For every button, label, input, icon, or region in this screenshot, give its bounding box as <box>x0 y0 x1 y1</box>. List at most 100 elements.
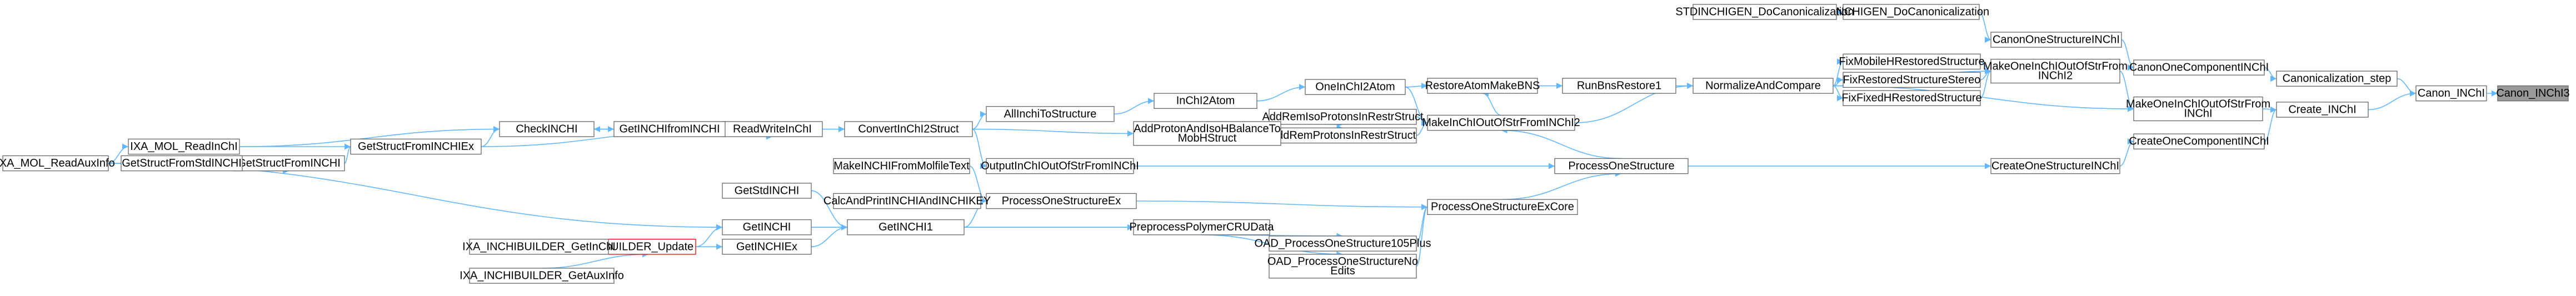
node-box <box>833 193 981 209</box>
node-createonestructureinchi[interactable]: CreateOneStructureINChI <box>1990 158 2120 174</box>
node-box <box>2276 71 2398 87</box>
node-runbnsrestore1[interactable]: RunBnsRestore1 <box>1562 78 1676 94</box>
node-convertinchi2struct[interactable]: ConvertInChI2Struct <box>844 121 973 137</box>
node-ixa-inchibuilder-getinchi[interactable]: IXA_INCHIBUILDER_GetInChI <box>462 239 616 255</box>
node-label: NormalizeAndCompare <box>1705 80 1821 92</box>
node-label: GetStdINCHI <box>735 184 800 197</box>
node-allinchitostructure[interactable]: AllInchiToStructure <box>986 106 1115 122</box>
node-getstructfrominchi[interactable]: GetStructFromINCHI <box>233 155 345 172</box>
node-canononestructureinchi[interactable]: CanonOneStructureINChI <box>1990 32 2122 48</box>
node-oneinchi2atom[interactable]: OneInChI2Atom <box>1305 79 1406 95</box>
node-label: CreateOneComponentINChI <box>2129 136 2269 148</box>
node-box <box>722 121 823 137</box>
node-inchi2atom[interactable]: InChI2Atom <box>1154 93 1257 109</box>
node-addremisoprotonsinrestrstruct[interactable]: AddRemIsoProtonsInRestrStruct <box>1262 109 1424 125</box>
node-getinchi1[interactable]: GetINCHI1 <box>847 219 965 235</box>
node-label: RestoreAtomMakeBNS <box>1425 80 1540 92</box>
node-label: OAD_ProcessOneStructure105Plus <box>1255 238 1431 250</box>
edge <box>2119 138 2134 167</box>
node-box <box>601 239 696 255</box>
node-label: IXA_MOL_ReadInChI <box>130 141 237 153</box>
node-getinchi[interactable]: GetINCHI <box>722 219 812 235</box>
node-canon-inchi[interactable]: Canon_INChI <box>2415 85 2487 102</box>
node-box <box>2133 96 2263 122</box>
node-canon-inchi3[interactable]: Canon_INChI3 <box>2496 85 2570 102</box>
node-calcandprintinchiandinchikey[interactable]: CalcAndPrintINCHIAndINCHIKEY <box>823 193 991 209</box>
node-getstdinchi[interactable]: GetStdINCHI <box>722 183 812 199</box>
node-label: BUILDER_Update <box>603 240 693 253</box>
node-readwriteinchi[interactable]: ReadWriteInChI <box>722 121 823 137</box>
node-box <box>2497 85 2569 102</box>
node-getstructfromstdinchi[interactable]: GetStructFromStdINCHI <box>121 155 243 172</box>
node-label: ProcessOneStructureExCore <box>1431 201 1574 213</box>
node-box <box>844 121 973 137</box>
edge <box>1416 119 1428 136</box>
node-fixmobilehrestoredstructure[interactable]: FixMobileHRestoredStructure <box>1839 53 1985 70</box>
node-canononecomponentinchi[interactable]: CanonOneComponentINChI <box>2129 59 2269 76</box>
node-box <box>1305 79 1406 95</box>
node-box <box>1693 78 1834 94</box>
node-label: ConvertInChI2Struct <box>858 123 959 136</box>
node-label: Edits <box>1330 265 1355 277</box>
node-label: GetStructFromINCHIEx <box>358 141 474 153</box>
edge <box>1833 58 1844 87</box>
node-makeinchioutofstrfrominchi2[interactable]: MakeInChIOutOfStrFromINChI2 <box>1422 114 1580 131</box>
node-box <box>1843 53 1981 70</box>
node-fixfixedhrestoredstructure[interactable]: FixFixedHRestoredStructure <box>1841 90 1982 106</box>
node-label: STDINCHIGEN_DoCanonicalization <box>1675 6 1854 18</box>
edge <box>1979 11 1991 43</box>
node-box <box>1693 4 1837 20</box>
node-label: PreprocessPolymerCRUData <box>1129 221 1274 233</box>
node-label: CalcAndPrintINCHIAndINCHIKEY <box>823 195 991 207</box>
node-outputinchioutofstrfrominchi[interactable]: OutputInChIOutOfStrFromINChI <box>981 158 1139 174</box>
node-stdinchigen-docanonicalization[interactable]: STDINCHIGEN_DoCanonicalization <box>1675 4 1854 20</box>
edge <box>2121 39 2134 71</box>
node-fixrestoredstructurestereo[interactable]: FixRestoredStructureStereo <box>1843 72 1981 88</box>
node-builder-update[interactable]: BUILDER_Update <box>601 239 696 255</box>
node-normalizeandcompare[interactable]: NormalizeAndCompare <box>1693 78 1834 94</box>
node-label: INChI2 <box>2038 70 2073 82</box>
node-label: Canon_INChI <box>2418 87 2485 99</box>
node-getinchifrominchi[interactable]: GetINCHIfromINCHI <box>613 121 726 137</box>
node-getinchiex[interactable]: GetINCHIEx <box>722 239 812 255</box>
node-label: AddProtonAndIsoHBalanceTo <box>1134 123 1281 135</box>
node-createonecomponentinchi[interactable]: CreateOneComponentINChI <box>2129 133 2269 149</box>
edge <box>239 126 500 147</box>
edge <box>1501 127 1622 159</box>
node-oad-processonestructure105plus[interactable]: OAD_ProcessOneStructure105Plus <box>1255 235 1431 252</box>
node-preprocesspolymercrudata[interactable]: PreprocessPolymerCRUData <box>1129 219 1274 235</box>
edge <box>2264 67 2277 82</box>
node-addremprotonsinrestrstruct[interactable]: AddRemProtonsInRestrStruct <box>1269 127 1417 144</box>
edge <box>2397 78 2417 97</box>
node-processonestructureexcore[interactable]: ProcessOneStructureExCore <box>1427 199 1578 215</box>
node-processonestructureex[interactable]: ProcessOneStructureEx <box>986 193 1137 209</box>
node-box <box>1269 109 1417 125</box>
node-box <box>469 239 609 255</box>
edge <box>1833 85 1844 102</box>
node-label: IXA_INCHIBUILDER_GetInChI <box>462 240 616 253</box>
node-label: INCHIGEN_DoCanonicalization <box>1833 6 1989 18</box>
node-makeinchifrommolfiletext[interactable]: MakeINCHIFromMolfileText <box>833 158 970 174</box>
node-getstructfrominchiex[interactable]: GetStructFromINCHIEx <box>350 138 482 155</box>
node-restoreatommakebns[interactable]: RestoreAtomMakeBNS <box>1425 78 1540 94</box>
node-box <box>1990 158 2120 174</box>
edge <box>1405 82 1428 89</box>
node-ixa-mol-readinchi[interactable]: IXA_MOL_ReadInChI <box>128 138 240 155</box>
node-label: Create_INChI <box>2288 103 2356 116</box>
node-canonicalization-step[interactable]: Canonicalization_step <box>2276 71 2398 87</box>
edge <box>972 128 1134 137</box>
node-processonestructure[interactable]: ProcessOneStructure <box>1554 158 1689 174</box>
node-checkinchi[interactable]: CheckINCHI <box>499 121 595 137</box>
node-inchigen-docanonicalization[interactable]: INCHIGEN_DoCanonicalization <box>1833 4 1989 20</box>
node-box <box>1133 219 1270 235</box>
node-label: GetStructFromStdINCHI <box>122 157 242 169</box>
node-create-inchi[interactable]: Create_INChI <box>2276 102 2369 118</box>
node-box <box>350 138 482 155</box>
node-ixa-mol-readauxinfo[interactable]: IXA_MOL_ReadAuxInfo <box>0 155 115 172</box>
node-ixa-inchibuilder-getauxinfo[interactable]: IXA_INCHIBUILDER_GetAuxInfo <box>460 268 624 284</box>
